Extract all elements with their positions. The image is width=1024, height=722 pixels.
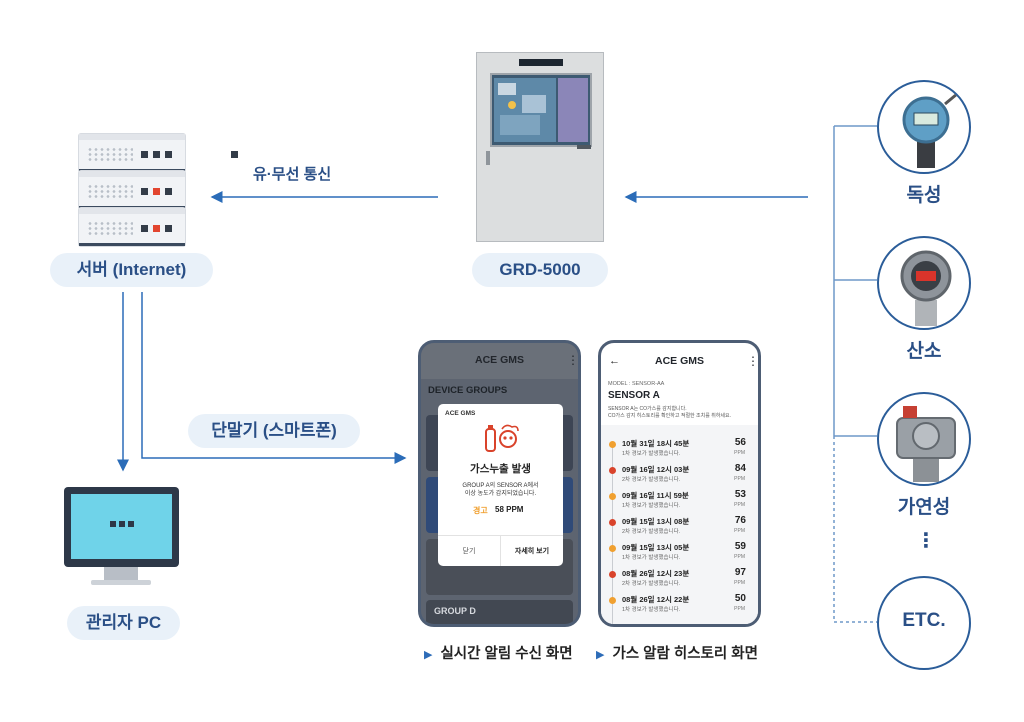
toxic-sensor-image <box>877 80 971 174</box>
popup-brand: ACE GMS <box>445 410 476 417</box>
alert-level-dot <box>609 571 616 578</box>
popup-message-line2: 이상 농도가 감지되었습니다. <box>464 491 537 497</box>
history-note: 1차 경보가 발생했습니다. <box>622 503 681 509</box>
phone1-section-title: DEVICE GROUPS <box>428 385 508 396</box>
phone2-app-title: ACE GMS <box>654 355 704 367</box>
history-value: 76 <box>734 515 746 526</box>
alert-level-dot <box>609 519 616 526</box>
comm-label: 유·무선 통신 <box>253 166 332 183</box>
history-note: 2차 경보가 발생했습니다. <box>622 529 681 535</box>
sensor-desc-line2: CO가스 감지 히스토리를 확인하고 적절한 조치를 취하세요. <box>608 413 732 419</box>
device-label: GRD-5000 <box>472 253 608 287</box>
history-value: 50 <box>734 593 746 604</box>
history-unit: PPM <box>734 580 745 586</box>
history-value: 59 <box>734 541 746 552</box>
triangle-marker-icon: ▶ <box>596 649 605 661</box>
more-sensors-ellipsis: ⋮ <box>916 530 936 552</box>
history-unit: PPM <box>734 476 745 482</box>
history-value: 53 <box>734 489 746 500</box>
grd-5000-device-image <box>476 52 604 242</box>
history-note: 1차 경보가 발생했습니다. <box>622 555 681 561</box>
history-date: 08월 26일 12시 23분 <box>622 569 690 578</box>
popup-level-badge: 경고 <box>473 506 488 515</box>
sensor-breadcrumb: MODEL : SENSOR-AA <box>608 381 665 387</box>
sensor-desc-line1: SENSOR A는 CO가스를 감지합니다. <box>608 406 687 412</box>
history-date: 10월 31일 18시 45분 <box>622 439 690 448</box>
group-card[interactable]: GROUP D <box>426 600 573 624</box>
sensor-label-flammable: 가연성 <box>897 497 951 518</box>
alert-level-dot <box>609 467 616 474</box>
phone1-app-title: ACE GMS <box>474 354 524 366</box>
history-date: 08월 26일 12시 22분 <box>622 595 690 604</box>
sensor-label-toxic: 독성 <box>906 185 942 206</box>
oxygen-sensor-image <box>877 236 971 330</box>
etc-sensor-circle: ETC. <box>877 576 971 670</box>
popup-title: 가스누출 발생 <box>470 463 531 475</box>
history-date: 09월 16일 12시 03분 <box>622 465 690 474</box>
alert-popup: ACE GMS 가스누출 발생 GROUP A의 SENSOR A에서 이상 농… <box>438 404 563 566</box>
caption-history: ▶가스 알람 히스토리 화면 <box>596 646 758 662</box>
history-date: 09월 16일 11시 59분 <box>622 491 689 500</box>
gas-leak-icon <box>485 424 519 452</box>
back-icon[interactable]: ← <box>609 355 620 367</box>
sensor-label-oxygen: 산소 <box>906 341 942 362</box>
sensor-label-etc: ETC. <box>902 610 946 631</box>
mobile-label: 단말기 (스마트폰) <box>188 414 360 448</box>
pc-label: 관리자 PC <box>67 606 180 640</box>
popup-value: 58 PPM <box>495 505 524 514</box>
phone-alarm-history: ← ACE GMS ⋮ MODEL : SENSOR-AA SENSOR A S… <box>598 340 761 627</box>
history-value: 84 <box>734 463 746 474</box>
group-d-label: GROUP D <box>434 606 476 616</box>
popup-message-line1: GROUP A의 SENSOR A에서 <box>462 483 539 489</box>
popup-detail-button[interactable]: 자세히 보기 <box>514 548 550 555</box>
alert-level-dot <box>609 493 616 500</box>
history-value: 97 <box>734 567 746 578</box>
phone1-menu-icon[interactable]: ⋮ <box>567 353 579 367</box>
alert-level-dot <box>609 597 616 604</box>
popup-close-button[interactable]: 닫기 <box>462 548 476 555</box>
history-unit: PPM <box>734 606 745 612</box>
history-note: 1차 경보가 발생했습니다. <box>622 451 681 457</box>
phone2-menu-icon[interactable]: ⋮ <box>747 354 759 368</box>
alert-level-dot <box>609 545 616 552</box>
history-unit: PPM <box>734 450 745 456</box>
triangle-marker-icon: ▶ <box>424 649 433 661</box>
history-value: 56 <box>734 437 746 448</box>
history-unit: PPM <box>734 554 745 560</box>
history-date: 09월 15일 13시 08분 <box>622 517 690 526</box>
phone-realtime-alert: ACE GMS ⋮ DEVICE GROUPS GROUP D ACE GMS … <box>418 340 581 627</box>
caption-realtime: ▶실시간 알림 수신 화면 <box>424 646 573 662</box>
history-date: 09월 15일 13시 05분 <box>622 543 690 552</box>
sensor-name: SENSOR A <box>608 390 660 401</box>
alert-level-dot <box>609 441 616 448</box>
history-unit: PPM <box>734 528 745 534</box>
history-unit: PPM <box>734 502 745 508</box>
server-label: 서버 (Internet) <box>50 253 213 287</box>
flammable-sensor-image <box>877 392 971 486</box>
history-note: 2차 경보가 발생했습니다. <box>622 477 681 483</box>
history-note: 2차 경보가 발생했습니다. <box>622 581 681 587</box>
history-note: 1차 경보가 발생했습니다. <box>622 607 681 613</box>
